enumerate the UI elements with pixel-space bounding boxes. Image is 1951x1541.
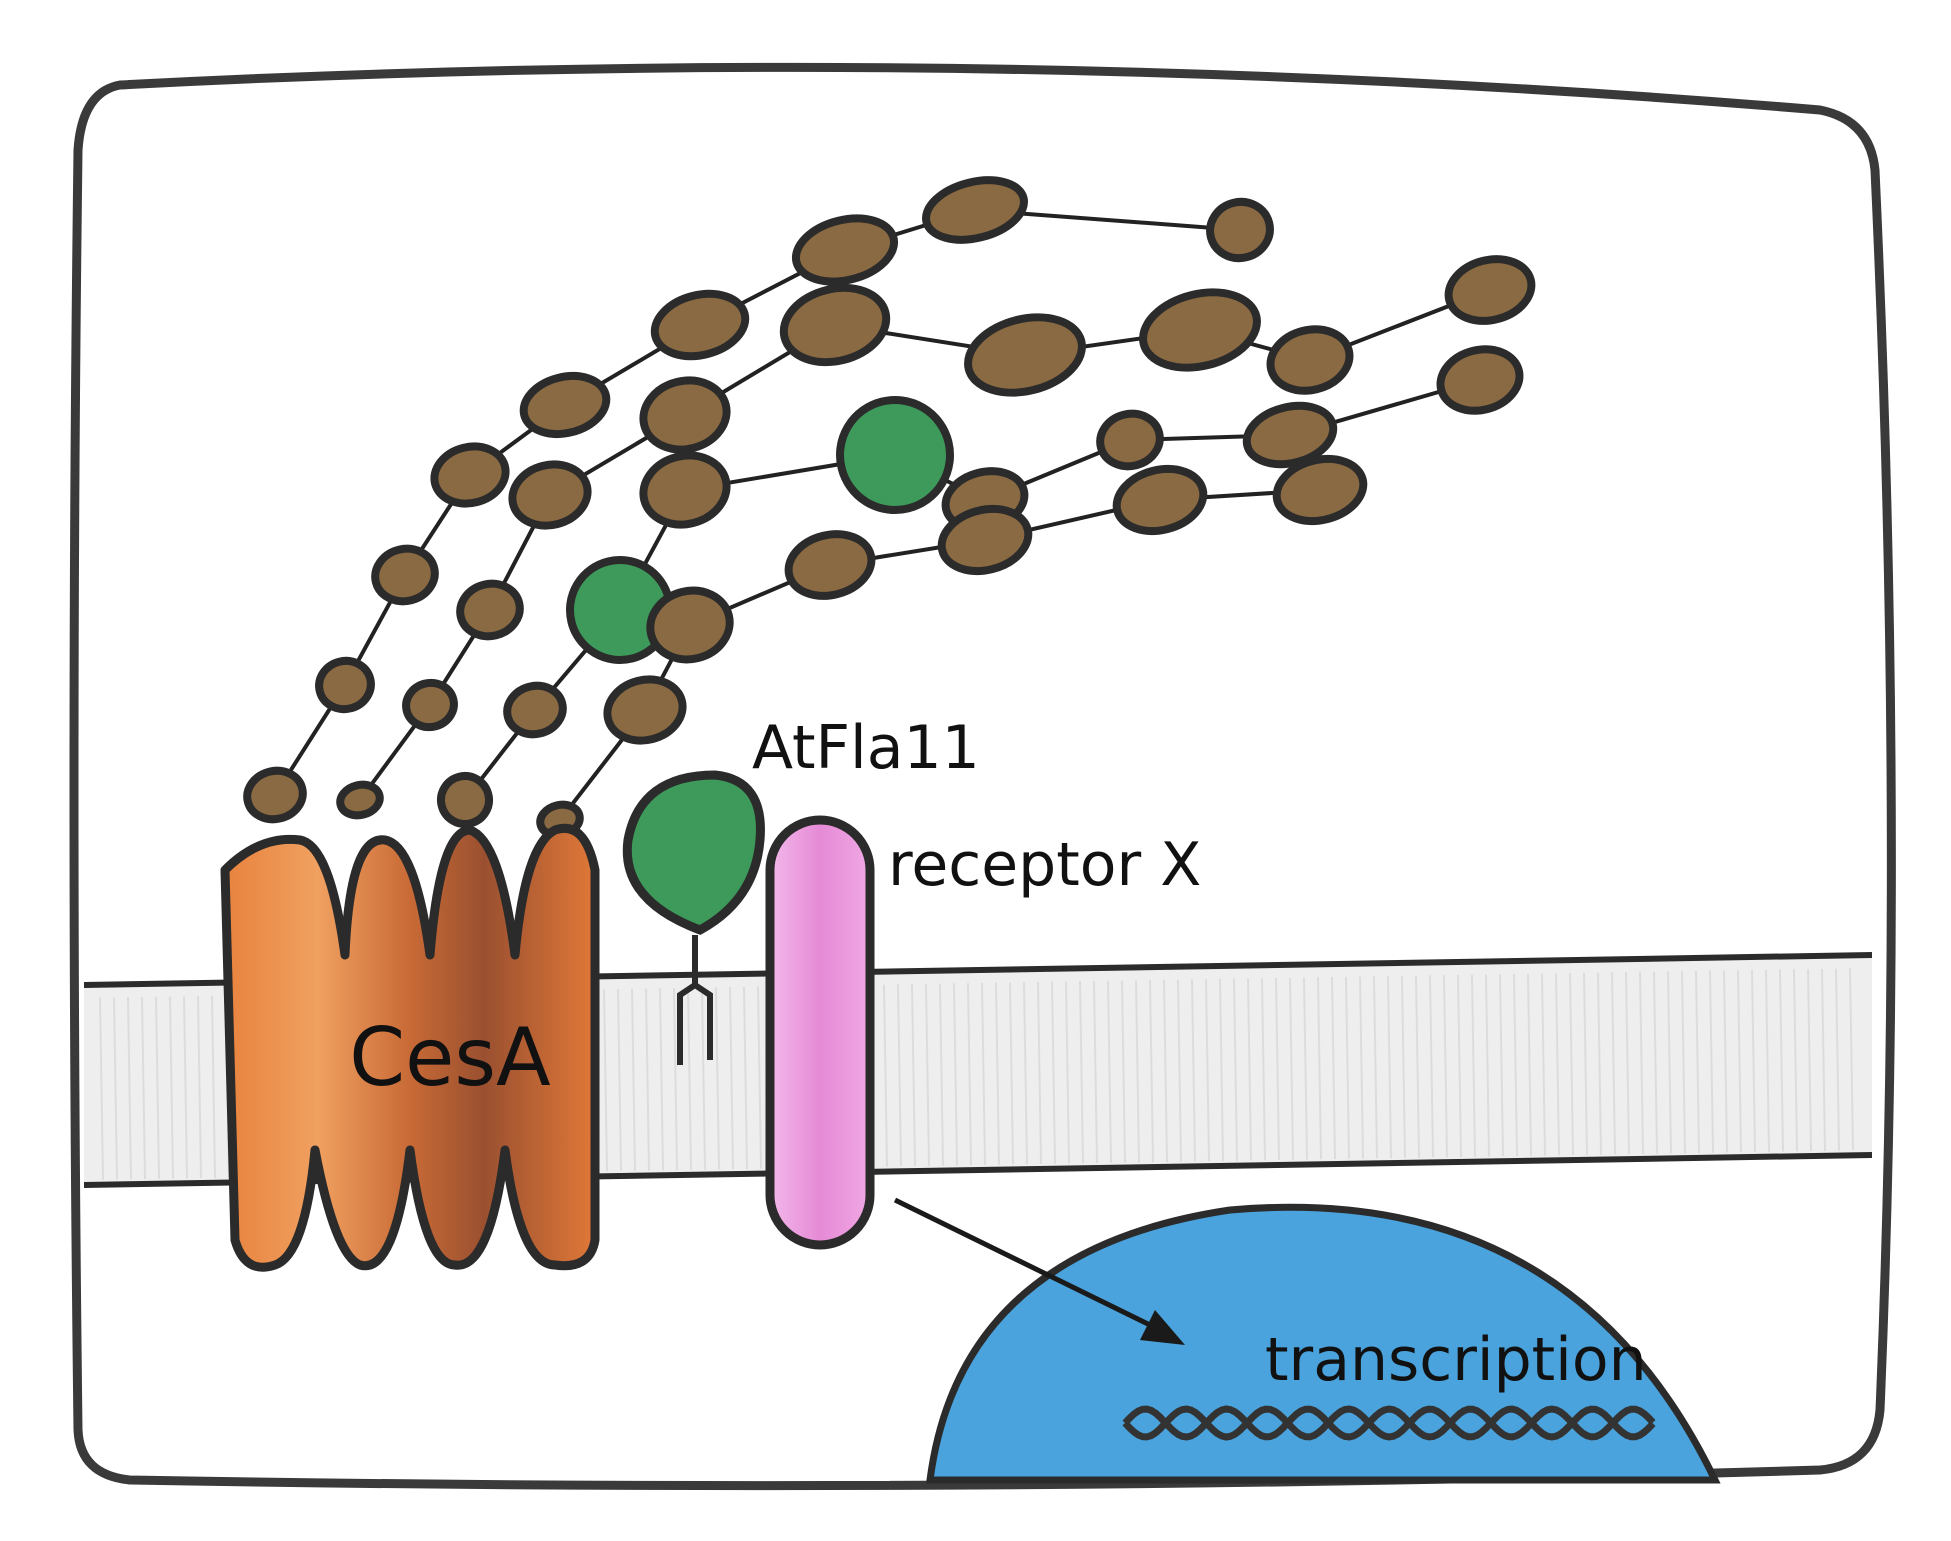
cesa-label: CesA [349,1011,551,1104]
dna-icon [1122,1405,1656,1441]
glucose-bead [922,176,1028,244]
glucose-bead [243,766,307,824]
glucose-bead [1206,197,1274,263]
glucose-bead [784,530,876,600]
glucose-bead [1139,288,1261,372]
cell-boundary [69,62,1896,1491]
atfla11-label: AtFla11 [752,713,980,783]
glucose-bead [456,579,524,641]
glucose-bead [508,460,592,530]
glucose-bead [639,376,731,454]
receptor-label: receptor X [888,830,1201,900]
glucose-bead [1096,409,1164,471]
glucose-bead [519,371,611,439]
atfla11-protein: AtFla11 [622,713,980,1065]
glucose-bead [371,544,439,606]
glucose-bead [1272,455,1368,525]
transcription-label: transcription [1265,1325,1647,1395]
glucose-bead [937,505,1033,575]
glucose-bead [639,451,731,529]
glucose-bead [503,681,567,739]
signal-arrow [893,1197,1185,1345]
glucose-bead [791,214,899,286]
glucose-bead [779,283,891,367]
cesa-complex: CesA [220,824,600,1272]
glucose-bead [1444,255,1536,325]
glucose-bead [1112,465,1208,535]
glucose-bead [430,442,510,508]
glucose-bead [650,289,750,361]
glucan-chains [243,176,1536,840]
glucose-bead [402,678,458,732]
glucose-bead [964,313,1086,397]
glucose-bead [336,780,384,820]
glucose-bead [646,586,734,664]
glucose-bead [1266,325,1354,395]
receptor-x: receptor X [765,815,1201,1250]
glucose-bead [1242,401,1338,469]
agp-bead [836,396,954,514]
glucose-bead [315,656,375,714]
glucose-bead [1436,345,1524,415]
glucose-bead [603,675,687,745]
glucose-bead [437,772,493,828]
